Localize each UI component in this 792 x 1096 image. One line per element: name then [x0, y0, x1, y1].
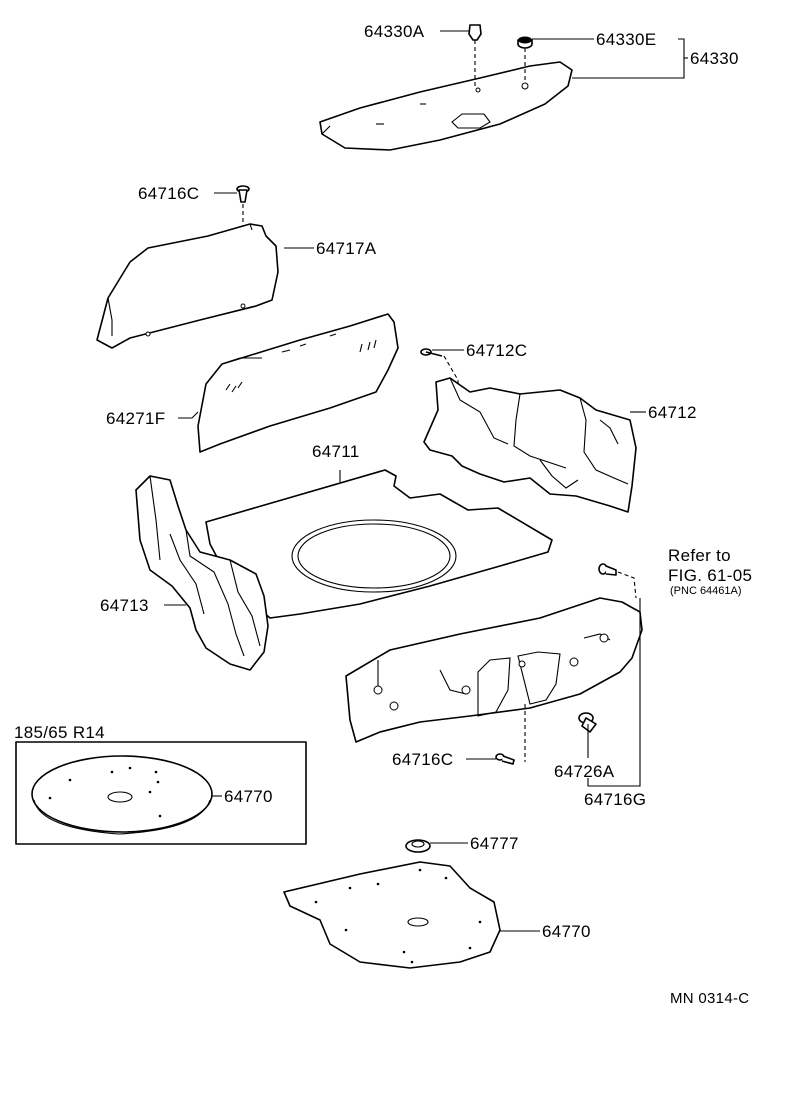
label-64330E: 64330E [596, 30, 656, 49]
label-64716C-bottom: 64716C [392, 750, 453, 769]
screw-64716C-bottom [495, 704, 526, 765]
label-64271F: 64271F [106, 409, 165, 428]
screw-refer-fig-61-05 [598, 563, 637, 599]
clip-64330A [468, 24, 482, 88]
leader-lines [164, 30, 688, 932]
nut-64777 [405, 839, 431, 853]
side-trim-64713 [135, 475, 269, 671]
clip-64726A [578, 712, 597, 733]
label-fig-ref: FIG. 61-05 [668, 566, 752, 585]
label-64726A: 64726A [554, 762, 615, 781]
diagram-code: MN 0314-C [670, 990, 749, 1007]
rear-trim-64716G [345, 597, 643, 743]
label-64712C: 64712C [466, 341, 527, 360]
deck-board-64770 [283, 861, 501, 969]
label-64330A: 64330A [364, 22, 425, 41]
label-64716C-top: 64716C [138, 184, 199, 203]
label-tire-size: 185/65 R14 [14, 723, 105, 742]
trim-panel-64271F [197, 313, 399, 453]
label-refer-to: Refer to [668, 546, 731, 565]
label-pnc-ref: (PNC 64461A) [670, 585, 742, 597]
label-64770-disc: 64770 [224, 787, 273, 806]
trim-panel-64717A [96, 223, 279, 349]
label-64717A: 64717A [316, 239, 377, 258]
part-labels: 64330A 64330E 64330 64716C 64717A 64712C… [14, 22, 752, 1007]
label-64716G: 64716G [584, 790, 646, 809]
cap-64330E [517, 36, 533, 82]
tire-cover-box [15, 741, 307, 845]
side-trim-64712 [423, 377, 637, 513]
label-64713: 64713 [100, 596, 149, 615]
label-64711: 64711 [312, 442, 360, 461]
package-tray-trim [319, 61, 573, 151]
label-64712: 64712 [648, 403, 697, 422]
label-64770-cover: 64770 [542, 922, 591, 941]
label-64330: 64330 [690, 49, 739, 68]
label-64777: 64777 [470, 834, 519, 853]
